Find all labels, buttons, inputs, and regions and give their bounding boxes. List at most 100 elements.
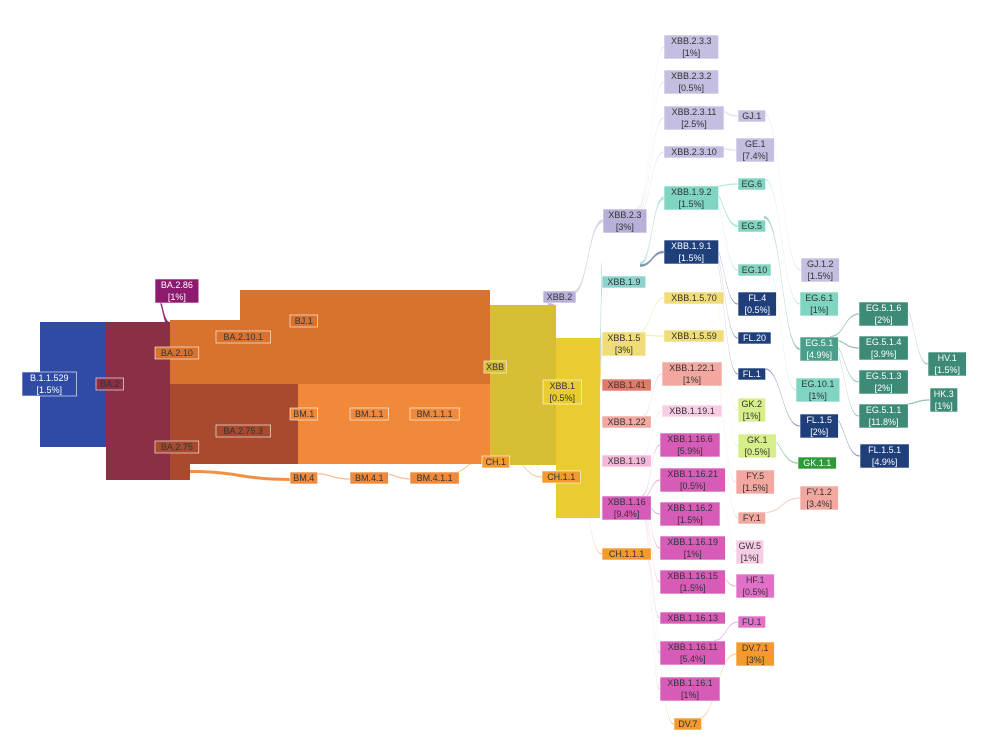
- node-ge-1[interactable]: GE.1[7.4%]: [735, 137, 775, 163]
- node-fl-1[interactable]: FL.1: [737, 367, 766, 381]
- node-xbb-2-3-10[interactable]: XBB.2.3.10: [663, 145, 725, 159]
- node-xbb-1-16-13[interactable]: XBB.1.16.13: [659, 611, 726, 625]
- node-xbb-1-16-6[interactable]: XBB.1.16.6[5.9%]: [659, 432, 721, 458]
- node-xbb-1-16[interactable]: XBB.1.16[9.4%]: [601, 495, 652, 521]
- node-label-xbb-1-5-70: XBB.1.5.70: [671, 293, 717, 303]
- node-box-xbb-1-19: [601, 454, 652, 468]
- link-xbb-1-to-xbb-1-5: [600, 334, 602, 388]
- node-xbb-1-5-59[interactable]: XBB.1.5.59: [663, 329, 725, 343]
- node-box-xbb-1-16-21: [659, 467, 726, 493]
- node-xbb-1-16-2[interactable]: XBB.1.16.2[1.5%]: [659, 501, 721, 527]
- node-pct-xbb-1-16-19: [1%]: [684, 549, 702, 559]
- node-ba-2-86[interactable]: BA.2.86[1%]: [154, 278, 200, 304]
- node-eg-6-1[interactable]: EG.6.1[1%]: [799, 291, 839, 317]
- node-ch-1-1[interactable]: CH.1.1: [541, 470, 581, 484]
- node-xbb-1-16-15[interactable]: XBB.1.16.15[1.5%]: [659, 569, 726, 595]
- node-xbb-1-41[interactable]: XBB.1.41: [601, 378, 652, 392]
- node-ba-2-10[interactable]: BA.2.10: [154, 346, 200, 360]
- node-fl-4[interactable]: FL.4[0.5%]: [737, 291, 777, 317]
- node-label-eg-6-1: EG.6.1: [805, 293, 833, 303]
- node-xbb[interactable]: XBB: [483, 360, 507, 374]
- node-fl-1-5[interactable]: FL.1.5[2%]: [799, 413, 839, 439]
- node-hf-1[interactable]: HF.1[0.5%]: [735, 573, 775, 599]
- node-eg-5[interactable]: EG.5: [737, 219, 766, 233]
- link-eg-6-to-eg-6-1: [764, 178, 800, 305]
- node-gk-1-1[interactable]: GK.1.1: [797, 456, 837, 470]
- node-fy-5[interactable]: FY.5[1.5%]: [735, 469, 775, 495]
- node-xbb-1-16-1[interactable]: XBB.1.16.1[1%]: [659, 676, 721, 702]
- node-eg-5-1-3[interactable]: EG.5.1.3[2%]: [858, 369, 909, 395]
- node-label-fy-1-2: FY.1.2: [807, 487, 832, 497]
- node-label-gk-2: GK.2: [742, 399, 763, 409]
- node-box-gk-1-1: [797, 456, 837, 470]
- node-xbb-1-16-21[interactable]: XBB.1.16.21[0.5%]: [659, 467, 726, 493]
- node-xbb-1-19[interactable]: XBB.1.19: [601, 454, 652, 468]
- link-xbb-1-16-11-to-fu-1: [714, 621, 738, 642]
- node-xbb-1-9-2[interactable]: XBB.1.9.2[1.5%]: [663, 185, 719, 211]
- node-bm-4-1[interactable]: BM.4.1: [349, 471, 389, 485]
- node-xbb-2-3-3[interactable]: XBB.2.3.3[1%]: [663, 34, 719, 60]
- node-eg-10-1[interactable]: EG.10.1[1%]: [795, 377, 841, 403]
- node-xbb-1-16-19[interactable]: XBB.1.16.19[1%]: [659, 535, 726, 561]
- node-b-1-1-529[interactable]: B.1.1.529[1.5%]: [21, 371, 77, 397]
- node-gj-1-2[interactable]: GJ.1.2[1.5%]: [800, 257, 840, 283]
- node-xbb-2-3-2[interactable]: XBB.2.3.2[0.5%]: [663, 69, 719, 95]
- node-xbb-1-5-70[interactable]: XBB.1.5.70: [663, 291, 725, 305]
- node-gk-2[interactable]: GK.2[1%]: [737, 397, 766, 423]
- node-fy-1[interactable]: FY.1: [737, 511, 766, 525]
- node-xbb-1-22-1[interactable]: XBB.1.22.1[1%]: [661, 361, 723, 387]
- node-label-bj-1: BJ.1: [295, 316, 313, 326]
- node-eg-5-1-6[interactable]: EG.5.1.6[2%]: [858, 301, 909, 327]
- node-ba-2-10-1[interactable]: BA.2.10.1: [215, 330, 271, 344]
- node-eg-10[interactable]: EG.10: [737, 263, 772, 277]
- node-ba-2[interactable]: BA.2: [95, 377, 124, 391]
- node-eg-5-1[interactable]: EG.5.1[4.9%]: [799, 336, 839, 362]
- node-eg-5-1-4[interactable]: EG.5.1.4[3.9%]: [858, 335, 909, 361]
- node-xbb-2-3-11[interactable]: XBB.2.3.11[2.5%]: [663, 105, 725, 131]
- node-ch-1-1-1[interactable]: CH.1.1.1: [601, 547, 652, 561]
- node-xbb-1-16-11[interactable]: XBB.1.16.11[5.4%]: [659, 640, 726, 666]
- node-label-ge-1: GE.1: [745, 139, 766, 149]
- node-bm-1-1-1[interactable]: BM.1.1.1: [409, 407, 460, 421]
- node-bm-4[interactable]: BM.4: [289, 471, 318, 485]
- node-hk-3[interactable]: HK.3[1%]: [929, 387, 958, 413]
- node-xbb-2[interactable]: XBB.2: [542, 290, 577, 304]
- node-label-bm-1-1: BM.1.1: [355, 409, 384, 419]
- node-label-fl-4: FL.4: [748, 293, 766, 303]
- node-dv-7[interactable]: DV.7: [673, 717, 702, 731]
- node-xbb-1-9[interactable]: XBB.1.9: [601, 275, 647, 289]
- node-dv-7-1[interactable]: DV.7.1[3%]: [735, 641, 775, 667]
- node-fl-1-5-1[interactable]: FL.1.5.1[4.9%]: [859, 443, 910, 469]
- node-bm-1-1[interactable]: BM.1.1: [349, 407, 389, 421]
- node-ch-1[interactable]: CH.1: [481, 455, 510, 469]
- node-gj-1[interactable]: GJ.1: [737, 109, 766, 123]
- node-box-b-1-1-529: [21, 371, 77, 397]
- node-eg-5-1-1[interactable]: EG.5.1.1[11.8%]: [858, 403, 909, 429]
- node-fy-1-2[interactable]: FY.1.2[3.4%]: [799, 485, 839, 511]
- link-eg-10-to-eg-10-1: [766, 264, 796, 391]
- node-xbb-1-9-1[interactable]: XBB.1.9.1[1.5%]: [663, 239, 719, 265]
- node-xbb-1-5[interactable]: XBB.1.5[3%]: [601, 331, 647, 357]
- node-hv-1[interactable]: HV.1[1.5%]: [927, 351, 967, 377]
- node-gw-5[interactable]: GW.5[1%]: [735, 539, 764, 565]
- node-fl-20[interactable]: FL.20: [737, 331, 772, 345]
- node-xbb-1-22[interactable]: XBB.1.22: [601, 415, 652, 429]
- link-xbb-1-16-to-xbb-1-16-6: [642, 444, 660, 497]
- node-gk-1[interactable]: GK.1[0.5%]: [737, 433, 777, 459]
- node-xbb-1[interactable]: XBB.1[0.5%]: [542, 379, 582, 405]
- node-bj-1[interactable]: BJ.1: [289, 314, 318, 328]
- node-label-fl-1: FL.1: [743, 369, 761, 379]
- node-eg-6[interactable]: EG.6: [737, 177, 766, 191]
- node-box-xbb-1-16-19: [659, 535, 726, 561]
- node-xbb-2-3[interactable]: XBB.2.3[3%]: [602, 208, 648, 234]
- link-xbb-1-5-70-to-gk-1: [712, 294, 738, 447]
- node-xbb-1-19-1[interactable]: XBB.1.19.1: [661, 404, 723, 418]
- node-fu-1[interactable]: FU.1: [737, 615, 766, 629]
- node-ba-2-75-3[interactable]: BA.2.75.3: [215, 424, 271, 438]
- node-label-bm-4-1-1: BM.4.1.1: [417, 473, 453, 483]
- node-bm-1[interactable]: BM.1: [289, 407, 318, 421]
- node-label-xbb-2-3-3: XBB.2.3.3: [671, 36, 712, 46]
- node-ba-2-75[interactable]: BA.2.75: [154, 440, 200, 454]
- node-bm-4-1-1[interactable]: BM.4.1.1: [409, 471, 460, 485]
- node-box-ch-1-1: [541, 470, 581, 484]
